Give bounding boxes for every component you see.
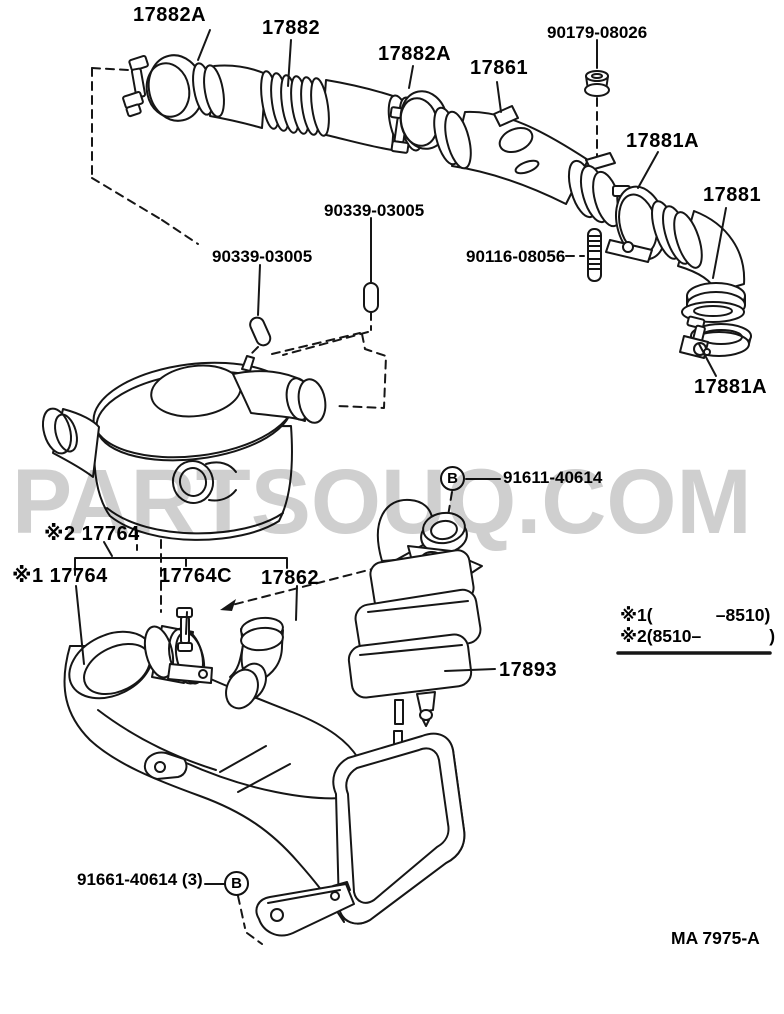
label-hose-17862: 17862 (261, 567, 320, 589)
label-bolt-90179: 90179-08026 (547, 23, 648, 42)
label-clamp-17881a-lower: 17881A (694, 376, 768, 398)
label-clamp-17882a-left: 17882A (133, 4, 207, 26)
label-cleaner-note2: ※2 17764 (44, 523, 140, 545)
note-line-2: ※2(8510– ) (620, 626, 776, 646)
label-bolt-91661: 91661-40614 (3) (77, 870, 203, 889)
label-stud-90116: 90116-08056 (466, 247, 566, 266)
label-stud-90339-mid: 90339-03005 (324, 201, 425, 220)
pipe-17861 (433, 105, 622, 228)
bolt-90179 (584, 70, 610, 97)
note-line-1: ※1( –8510) (620, 605, 771, 625)
air-duct-assembly (63, 607, 466, 937)
stud-90116 (587, 228, 602, 282)
label-stud-90339-left: 90339-03005 (212, 247, 313, 266)
label-hose-17881: 17881 (703, 184, 762, 206)
mount-bracket (255, 883, 355, 937)
b-marker-upper: B (440, 466, 465, 491)
hose-17881 (651, 200, 746, 323)
label-clamp-17882a-right: 17882A (378, 43, 452, 65)
air-cleaner-assembly-17764 (41, 355, 327, 541)
resonator-17893 (347, 498, 483, 764)
figure-code: MA 7975-A (671, 928, 760, 948)
label-pipe-17861: 17861 (470, 57, 529, 79)
leader-lines (74, 29, 772, 885)
studs-90339 (249, 282, 379, 347)
b-marker-lower: B (224, 871, 249, 896)
label-cleaner-note1: ※1 17764 (12, 565, 108, 587)
applicability-notes: ※1( –8510) ※2(8510– ) (620, 605, 775, 647)
label-hose-17882: 17882 (262, 17, 321, 39)
label-clamp-17764c: 17764C (159, 565, 233, 587)
label-resonator-17893: 17893 (499, 659, 558, 681)
clamp-17881a-lower (679, 315, 752, 359)
arrowhead (220, 599, 236, 611)
label-clamp-17881a-upper: 17881A (626, 130, 700, 152)
label-bolt-91611: 91611-40614 (503, 468, 603, 487)
